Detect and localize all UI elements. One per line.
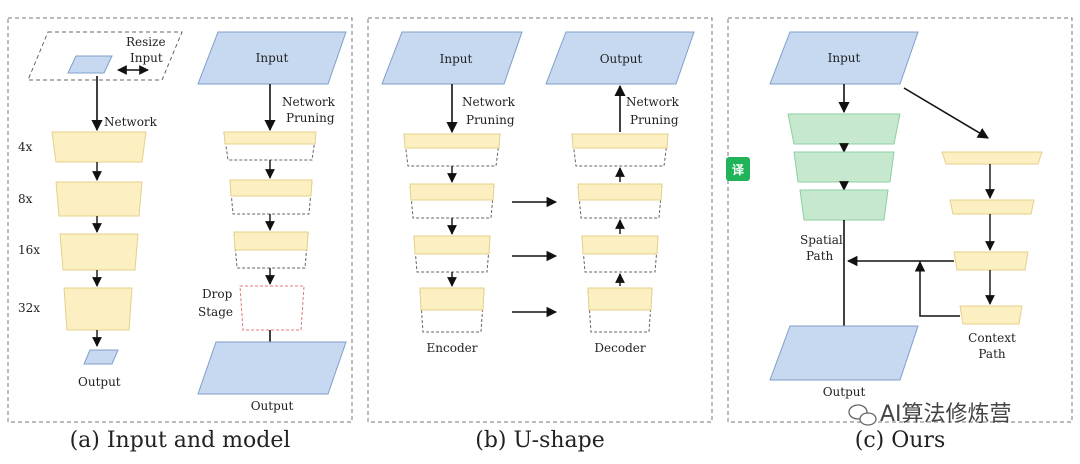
context-label-2: Path bbox=[978, 347, 1006, 361]
context-block-3 bbox=[953, 251, 1029, 271]
panel-c-frame bbox=[727, 17, 1073, 423]
panel-a-input-block bbox=[197, 31, 347, 85]
panel-b-frame bbox=[367, 17, 713, 423]
encoder-stage-2 bbox=[409, 183, 495, 201]
resize-label-1: Resize bbox=[126, 35, 166, 49]
wechat-icon bbox=[848, 404, 877, 426]
spatial-block-3 bbox=[799, 189, 889, 221]
resize-label-2: Input bbox=[130, 51, 163, 65]
pruned-stage-3 bbox=[233, 231, 309, 251]
panel-b-pruning-right-2: Pruning bbox=[630, 113, 679, 127]
pruned-stage-2 bbox=[229, 179, 313, 197]
scale-label-32x: 32x bbox=[18, 301, 40, 315]
encoder-stage-1-outline bbox=[403, 133, 501, 167]
spatial-block-1 bbox=[787, 113, 901, 145]
panel-a-input-label: Input bbox=[256, 51, 289, 65]
decoder-label: Decoder bbox=[594, 341, 645, 355]
panel-b-pruning-left-1: Network bbox=[462, 95, 516, 109]
small-output-block bbox=[83, 349, 119, 365]
panel-c-output-block bbox=[769, 325, 919, 381]
stage-16x bbox=[59, 233, 139, 271]
panel-b-input-label: Input bbox=[440, 52, 473, 66]
panel-c-input-block bbox=[769, 31, 919, 85]
scale-label-8x: 8x bbox=[18, 192, 33, 206]
pruned-stage-2-outline bbox=[229, 179, 313, 215]
spatial-label-2: Path bbox=[806, 249, 834, 263]
panel-b-output-block bbox=[545, 31, 695, 85]
encoder-stage-3 bbox=[413, 235, 491, 255]
network-label: Network bbox=[104, 115, 158, 129]
panel-a-frame bbox=[7, 17, 353, 423]
spatial-label-1: Spatial bbox=[800, 233, 843, 247]
stage-4x bbox=[51, 131, 147, 163]
small-input-block bbox=[67, 55, 113, 74]
panel-c-input-label: Input bbox=[828, 51, 861, 65]
panel-b-output-label: Output bbox=[600, 52, 643, 66]
panel-a-pruning-2: Pruning bbox=[286, 111, 335, 125]
resize-frame bbox=[27, 31, 183, 81]
translate-badge[interactable] bbox=[726, 157, 750, 181]
scale-label-16x: 16x bbox=[18, 243, 40, 257]
caption-b: (b) U-shape bbox=[475, 428, 605, 453]
decoder-stage-2 bbox=[577, 183, 663, 201]
panel-b-pruning-left-2: Pruning bbox=[466, 113, 515, 127]
panel-a-output-label: Output bbox=[78, 375, 121, 389]
caption-c: (c) Ours bbox=[855, 428, 946, 453]
translate-badge-text: 译 bbox=[732, 163, 745, 177]
pruned-stage-1 bbox=[223, 131, 317, 145]
panel-c-output-label: Output bbox=[823, 385, 866, 399]
arrow-context-skip bbox=[914, 260, 960, 317]
stage-8x bbox=[55, 181, 143, 217]
panel-a-output-block bbox=[197, 341, 347, 395]
panel-a-right-output-label: Output bbox=[251, 399, 294, 413]
encoder-label: Encoder bbox=[427, 341, 478, 355]
context-block-4 bbox=[959, 305, 1023, 325]
drop-label-2: Stage bbox=[198, 305, 233, 319]
panel-b-pruning-right-1: Network bbox=[626, 95, 680, 109]
context-block-1 bbox=[941, 151, 1043, 165]
context-label-1: Context bbox=[968, 331, 1016, 345]
decoder-stage-1-outline bbox=[571, 133, 669, 167]
decoder-stage-1 bbox=[571, 133, 669, 149]
watermark-text: AI算法修炼营 bbox=[880, 402, 1012, 427]
decoder-stage-3 bbox=[581, 235, 659, 255]
drop-label-1: Drop bbox=[202, 287, 233, 301]
stage-32x bbox=[63, 287, 133, 331]
encoder-stage-4 bbox=[419, 287, 485, 311]
context-block-2 bbox=[949, 199, 1035, 215]
spatial-block-2 bbox=[793, 151, 895, 183]
drop-stage-block bbox=[239, 285, 305, 331]
panel-a-pruning-1: Network bbox=[282, 95, 336, 109]
panel-b-input-block bbox=[381, 31, 523, 85]
arrow-c-context-in bbox=[903, 87, 989, 139]
scale-label-4x: 4x bbox=[18, 140, 33, 154]
decoder-stage-4 bbox=[587, 287, 653, 311]
pruned-stage-3-outline bbox=[233, 231, 309, 269]
encoder-stage-1 bbox=[403, 133, 501, 149]
caption-a: (a) Input and model bbox=[70, 428, 291, 453]
